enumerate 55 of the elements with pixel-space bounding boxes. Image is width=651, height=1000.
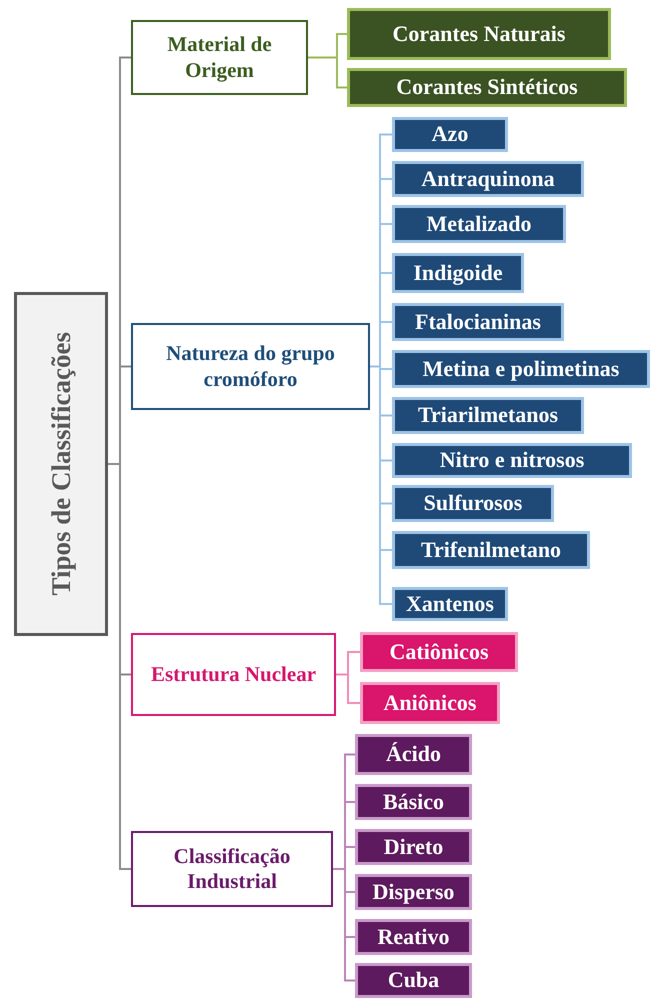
- node-label: Indigoide: [412, 260, 504, 286]
- leaf-box: [355, 963, 472, 998]
- category-box: [131, 633, 336, 716]
- leaf-box: [392, 397, 584, 434]
- node-label: Ftalocianinas: [414, 308, 542, 336]
- node-label: Catiônicos: [388, 638, 490, 666]
- leaf-box: [392, 443, 632, 478]
- leaf-box: [392, 161, 584, 197]
- node-label: Azo: [430, 121, 470, 148]
- node-label: Corantes Sintéticos: [395, 74, 579, 101]
- leaf-box: [360, 682, 500, 724]
- node-label: Nitro e nitrosos: [438, 447, 586, 474]
- category-box: [131, 831, 333, 907]
- leaf-box: [392, 531, 590, 569]
- leaf-box: [392, 117, 508, 152]
- leaf-box: [360, 632, 518, 672]
- node-label: Reativo: [376, 924, 451, 950]
- node-label: Tipos de Classificações: [44, 332, 77, 596]
- node-label: Classificação Industrial: [172, 844, 292, 894]
- leaf-box: [392, 253, 524, 293]
- leaf-box: [392, 303, 564, 341]
- node-label: Triarilmetanos: [416, 402, 560, 429]
- leaf-box: [355, 874, 472, 910]
- node-label: Metina e polimetinas: [422, 356, 620, 382]
- connector-line: [333, 868, 355, 982]
- node-label: Disperso: [372, 878, 456, 906]
- category-box: [131, 323, 370, 410]
- leaf-box: [392, 205, 566, 243]
- node-label: Direto: [382, 834, 444, 860]
- node-label: Natureza do grupo cromóforo: [165, 341, 336, 392]
- node-label: Ácido: [385, 741, 442, 768]
- leaf-box: [355, 919, 472, 955]
- leaf-box: [355, 734, 472, 775]
- leaf-box: [392, 485, 554, 522]
- node-label: Material de Origem: [166, 32, 273, 83]
- node-label: Metalizado: [425, 210, 533, 238]
- leaf-box: [347, 8, 611, 60]
- leaf-box: [347, 68, 627, 107]
- node-label: Sulfurosos: [422, 490, 524, 517]
- leaf-box: [355, 829, 472, 865]
- root-box: [14, 292, 108, 636]
- leaf-box: [392, 587, 508, 621]
- node-label: Estrutura Nuclear: [150, 662, 318, 688]
- node-label: Corantes Naturais: [392, 20, 566, 48]
- category-box: [131, 20, 308, 95]
- connector-line: [308, 56, 347, 88]
- node-label: Xantenos: [404, 590, 495, 618]
- leaf-box: [392, 350, 650, 388]
- node-label: Aniônicos: [382, 690, 478, 716]
- node-label: Antraquinona: [420, 166, 556, 192]
- connector-line: [336, 674, 360, 704]
- node-label: Cuba: [386, 967, 440, 994]
- node-label: Básico: [382, 788, 446, 816]
- leaf-box: [355, 784, 472, 820]
- node-label: Trifenilmetano: [420, 536, 562, 564]
